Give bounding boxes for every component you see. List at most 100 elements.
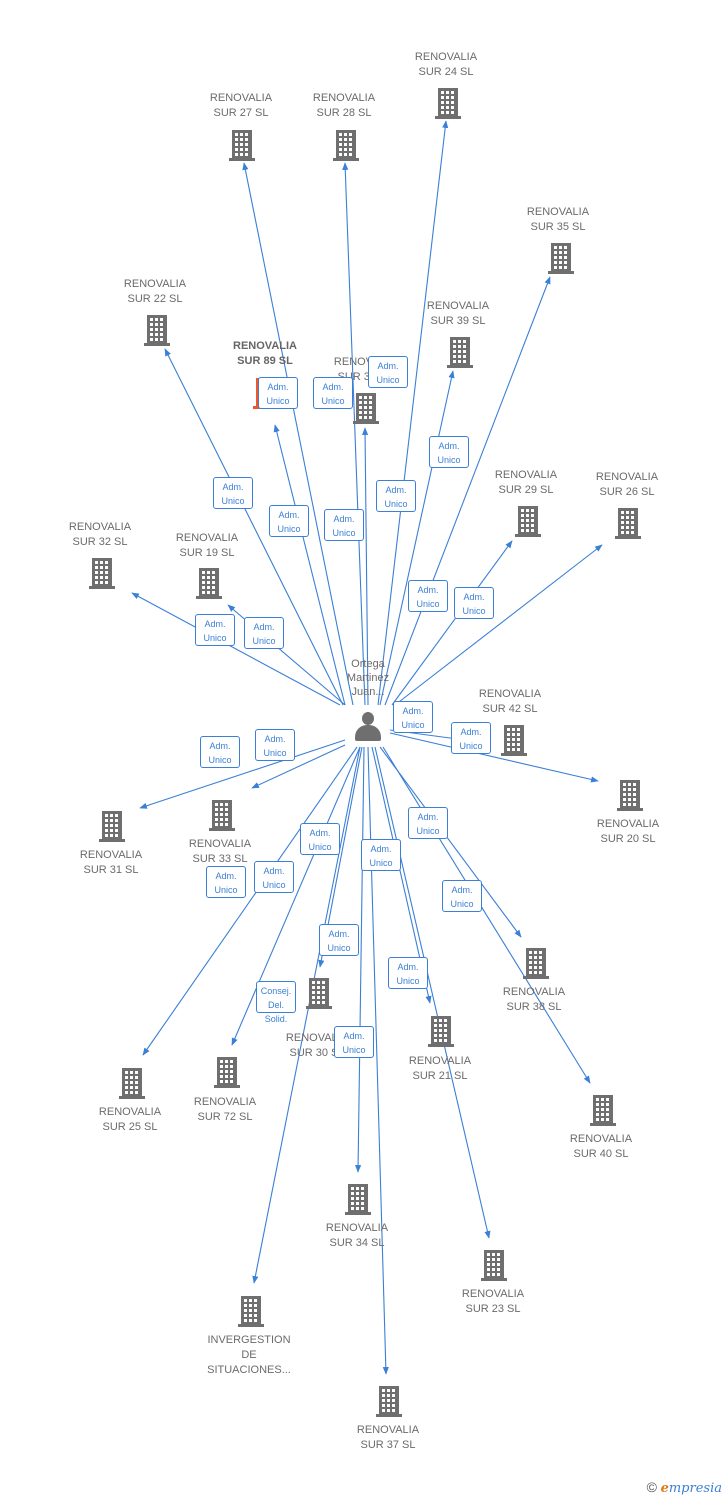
company-label-sur28[interactable]: RENOVALIA SUR 28 SL bbox=[312, 92, 376, 119]
building-icon-sur21[interactable] bbox=[428, 1016, 454, 1047]
role-tag-sur32[interactable]: Adm. Unico bbox=[195, 614, 235, 646]
edge-sur23 bbox=[374, 746, 491, 1239]
role-tag-sur21[interactable]: Adm. Unico bbox=[361, 839, 401, 871]
role-tag-sur42[interactable]: Adm. Unico bbox=[393, 701, 433, 733]
company-label-sur89[interactable]: RENOVALIA SUR 89 SL bbox=[233, 340, 297, 367]
role-tag-sur27[interactable]: Adm. Unico bbox=[258, 377, 298, 409]
role-tag-sur38[interactable]: Adm. Unico bbox=[408, 807, 448, 839]
company-label-sur42[interactable]: RENOVALIA SUR 42 SL bbox=[478, 688, 542, 715]
building-icon-sur36[interactable] bbox=[353, 393, 379, 424]
building-icon-sur28[interactable] bbox=[333, 130, 359, 161]
role-tag-sur31[interactable]: Adm. Unico bbox=[200, 736, 240, 768]
edge-invergestion bbox=[252, 746, 361, 1284]
role-tag-invergestion[interactable]: Consej. Del. Solid. bbox=[256, 981, 296, 1024]
edge-sur39 bbox=[379, 370, 455, 706]
building-icon-sur27[interactable] bbox=[229, 130, 255, 161]
edge-sur33 bbox=[251, 744, 346, 789]
company-label-sur39[interactable]: RENOVALIA SUR 39 SL bbox=[426, 300, 490, 327]
role-tag-sur23[interactable]: Adm. Unico bbox=[388, 957, 428, 989]
edge-sur38 bbox=[379, 746, 522, 938]
building-icon-sur32[interactable] bbox=[89, 558, 115, 589]
company-label-sur35[interactable]: RENOVALIA SUR 35 SL bbox=[526, 206, 590, 233]
building-icon-sur38[interactable] bbox=[523, 948, 549, 979]
edge-sur31 bbox=[139, 739, 346, 809]
company-label-sur29[interactable]: RENOVALIA SUR 29 SL bbox=[494, 469, 558, 496]
edge-sur24 bbox=[377, 120, 449, 706]
role-tag-sur35[interactable]: Adm. Unico bbox=[429, 436, 469, 468]
role-tag-sur30[interactable]: Adm. Unico bbox=[300, 823, 340, 855]
company-label-sur20[interactable]: RENOVALIA SUR 20 SL bbox=[596, 818, 660, 845]
building-icon-sur31[interactable] bbox=[99, 811, 125, 842]
role-tag-sur36[interactable]: Adm. Unico bbox=[313, 377, 353, 409]
building-icon-sur30[interactable] bbox=[306, 978, 332, 1009]
edge-sur40 bbox=[382, 746, 591, 1084]
building-icon-sur22[interactable] bbox=[144, 315, 170, 346]
building-icon-sur23[interactable] bbox=[481, 1250, 507, 1281]
role-tag-sur25[interactable]: Adm. Unico bbox=[206, 866, 246, 898]
edge-sur89 bbox=[273, 424, 346, 706]
building-icon-sur20[interactable] bbox=[617, 780, 643, 811]
edge-sur34 bbox=[355, 746, 365, 1173]
building-icon-sur33[interactable] bbox=[209, 800, 235, 831]
building-icon-sur26[interactable] bbox=[615, 508, 641, 539]
edge-sur25 bbox=[142, 746, 358, 1056]
edge-sur32 bbox=[131, 592, 341, 706]
building-icon-sur35[interactable] bbox=[548, 243, 574, 274]
company-label-sur22[interactable]: RENOVALIA SUR 22 SL bbox=[123, 278, 187, 305]
company-label-sur40[interactable]: RENOVALIA SUR 40 SL bbox=[569, 1133, 633, 1160]
company-label-sur23[interactable]: RENOVALIA SUR 23 SL bbox=[461, 1288, 525, 1315]
company-label-sur21[interactable]: RENOVALIA SUR 21 SL bbox=[408, 1055, 472, 1082]
edge-sur72 bbox=[231, 746, 361, 1046]
company-label-sur72[interactable]: RENOVALIA SUR 72 SL bbox=[193, 1096, 257, 1123]
role-tag-sur37[interactable]: Adm. Unico bbox=[334, 1026, 374, 1058]
company-label-sur26[interactable]: RENOVALIA SUR 26 SL bbox=[595, 471, 659, 498]
edge-sur26 bbox=[394, 544, 603, 706]
building-icon-sur24[interactable] bbox=[435, 88, 461, 119]
role-tag-sur19[interactable]: Adm. Unico bbox=[244, 617, 284, 649]
role-tag-sur26[interactable]: Adm. Unico bbox=[454, 587, 494, 619]
company-label-sur31[interactable]: RENOVALIA SUR 31 SL bbox=[79, 849, 143, 876]
role-tag-sur72[interactable]: Adm. Unico bbox=[254, 861, 294, 893]
edge-sur28 bbox=[342, 162, 366, 706]
building-icon-invergestion[interactable] bbox=[238, 1296, 264, 1327]
edge-sur29 bbox=[391, 540, 513, 706]
building-icon-sur39[interactable] bbox=[447, 337, 473, 368]
role-tag-sur22[interactable]: Adm. Unico bbox=[213, 477, 253, 509]
company-label-sur34[interactable]: RENOVALIA SUR 34 SL bbox=[325, 1222, 389, 1249]
role-tag-sur20[interactable]: Adm. Unico bbox=[451, 722, 491, 754]
edge-sur36 bbox=[361, 427, 369, 706]
role-tag-sur89[interactable]: Adm. Unico bbox=[269, 505, 309, 537]
role-tag-sur29[interactable]: Adm. Unico bbox=[408, 580, 448, 612]
edge-sur27 bbox=[242, 162, 354, 706]
building-icon-sur37[interactable] bbox=[376, 1386, 402, 1417]
building-icon-sur29[interactable] bbox=[515, 506, 541, 537]
watermark: © empresia bbox=[647, 1479, 722, 1496]
company-label-sur32[interactable]: RENOVALIA SUR 32 SL bbox=[68, 521, 132, 548]
brand-logo: empresia bbox=[660, 1481, 722, 1496]
edge-sur22 bbox=[164, 348, 344, 706]
company-label-sur19[interactable]: RENOVALIA SUR 19 SL bbox=[175, 532, 239, 559]
building-icon-sur34[interactable] bbox=[345, 1184, 371, 1215]
company-label-sur25[interactable]: RENOVALIA SUR 25 SL bbox=[98, 1106, 162, 1133]
copyright-symbol: © bbox=[646, 1479, 657, 1495]
building-icon-sur19[interactable] bbox=[196, 568, 222, 599]
building-icon-sur40[interactable] bbox=[590, 1095, 616, 1126]
role-tag-sur34[interactable]: Adm. Unico bbox=[319, 924, 359, 956]
center-person-name[interactable]: Ortega Martinez Juan... bbox=[346, 658, 390, 698]
company-label-sur24[interactable]: RENOVALIA SUR 24 SL bbox=[414, 51, 478, 78]
person-icon[interactable] bbox=[353, 712, 383, 742]
role-tag-sur24[interactable]: Adm. Unico bbox=[368, 356, 408, 388]
building-icon-sur42[interactable] bbox=[501, 725, 527, 756]
company-label-invergestion[interactable]: INVERGESTION DE SITUACIONES... bbox=[207, 1334, 291, 1376]
company-label-sur27[interactable]: RENOVALIA SUR 27 SL bbox=[209, 92, 273, 119]
role-tag-sur40[interactable]: Adm. Unico bbox=[442, 880, 482, 912]
company-label-sur38[interactable]: RENOVALIA SUR 38 SL bbox=[502, 986, 566, 1013]
building-icon-sur72[interactable] bbox=[214, 1057, 240, 1088]
company-label-sur33[interactable]: RENOVALIA SUR 33 SL bbox=[188, 838, 252, 865]
role-tag-sur39[interactable]: Adm. Unico bbox=[376, 480, 416, 512]
role-tag-sur33[interactable]: Adm. Unico bbox=[255, 729, 295, 761]
company-label-sur37[interactable]: RENOVALIA SUR 37 SL bbox=[356, 1424, 420, 1451]
building-icon-sur25[interactable] bbox=[119, 1068, 145, 1099]
role-tag-sur28[interactable]: Adm. Unico bbox=[324, 509, 364, 541]
